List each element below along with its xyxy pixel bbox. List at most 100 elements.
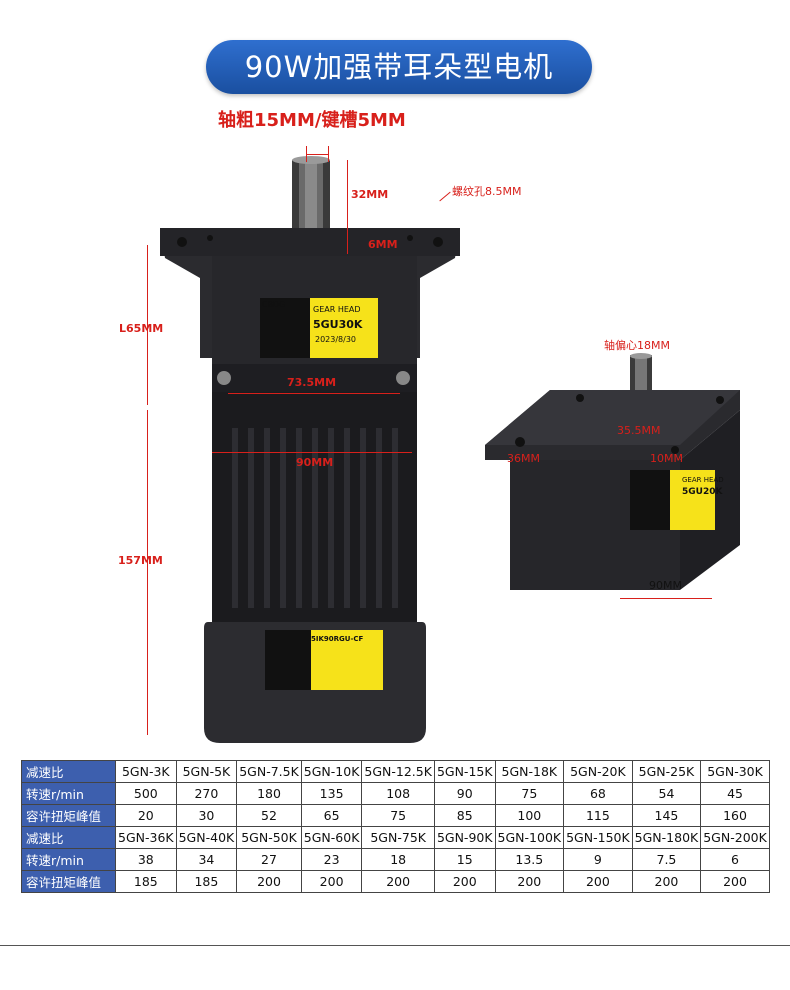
- table-cell: 85: [433, 804, 496, 827]
- table-cell: 68: [563, 782, 633, 805]
- table-cell: 5GN-60K: [300, 826, 363, 849]
- gear2-label-model: 5GU20K: [682, 487, 723, 497]
- table-cell: 13.5: [494, 848, 565, 871]
- table-cell: 200: [236, 870, 302, 893]
- dim-line-90: [212, 452, 412, 453]
- table-cell: 27: [236, 848, 302, 871]
- table-cell: 5GN-20K: [563, 760, 633, 783]
- gear-label-brand: CBDG: [262, 300, 286, 309]
- table-cell: 34: [175, 848, 238, 871]
- table-cell: 75: [494, 782, 565, 805]
- dim-line-side-90: [620, 598, 712, 599]
- table-cell: 5GN-10K: [300, 760, 363, 783]
- dim-line-6: [347, 232, 348, 254]
- table-cell: 200: [700, 870, 770, 893]
- gear-label-model: 5GU30K: [313, 318, 363, 331]
- gearhead-photo-side: [485, 353, 740, 590]
- table-cell: 5GN-180K: [631, 826, 702, 849]
- dim-157-label: 157MM: [118, 554, 163, 567]
- dim-line-l65: [147, 245, 148, 405]
- table-cell: 5GN-7.5K: [236, 760, 302, 783]
- table-cell: 200: [631, 870, 702, 893]
- table-cell: 200: [433, 870, 496, 893]
- dim-6-label: 6MM: [368, 238, 398, 251]
- table-cell: 200: [361, 870, 435, 893]
- dim-32-label: 32MM: [351, 188, 389, 201]
- table-cell: 115: [563, 804, 633, 827]
- shaft-dimension-label: 轴粗15MM/键槽5MM: [218, 110, 406, 131]
- table-cell: 200: [300, 870, 363, 893]
- motor-photo-front: [160, 156, 460, 743]
- table-cell: 5GN-5K: [175, 760, 238, 783]
- dim-line-shaft: [306, 154, 329, 155]
- table-cell: 9: [563, 848, 633, 871]
- table-cell: 6: [700, 848, 770, 871]
- table-cell: 65: [300, 804, 363, 827]
- dim-line-73: [228, 393, 400, 394]
- row-header: 转速r/min: [21, 782, 116, 805]
- table-cell: 5GN-200K: [700, 826, 770, 849]
- row-header: 容许扭矩峰值: [21, 804, 116, 827]
- gear-label-date: 2023/8/30: [315, 335, 357, 344]
- table-cell: 7.5: [631, 848, 702, 871]
- table-cell: 75: [361, 804, 435, 827]
- table-cell: 5GN-40K: [175, 826, 238, 849]
- table-cell: 90: [433, 782, 496, 805]
- bottom-divider: [0, 945, 790, 946]
- table-cell: 185: [115, 870, 177, 893]
- dim-73-label: 73.5MM: [287, 376, 337, 389]
- table-cell: 5GN-25K: [631, 760, 702, 783]
- gear2-label-type: GEAR HEAD: [682, 476, 724, 484]
- row-header: 减速比: [21, 760, 116, 783]
- table-cell: 145: [631, 804, 702, 827]
- table-cell: 5GN-30K: [700, 760, 770, 783]
- table-cell: 5GN-75K: [361, 826, 435, 849]
- dim-36-label: 36MM: [507, 452, 540, 465]
- table-cell: 160: [700, 804, 770, 827]
- title-banner: 90W加强带耳朵型电机: [206, 40, 592, 94]
- hole-label: 螺纹孔8.5MM: [452, 185, 522, 198]
- gear-label-type: GEAR HEAD: [313, 305, 361, 314]
- table-cell: 270: [175, 782, 238, 805]
- table-cell: 180: [236, 782, 302, 805]
- table-cell: 54: [631, 782, 702, 805]
- table-cell: 108: [361, 782, 435, 805]
- table-cell: 135: [300, 782, 363, 805]
- table-cell: 5GN-12.5K: [361, 760, 435, 783]
- table-cell: 38: [115, 848, 177, 871]
- table-cell: 20: [115, 804, 177, 827]
- row-header: 减速比: [21, 826, 116, 849]
- table-cell: 30: [175, 804, 238, 827]
- table-cell: 5GN-90K: [433, 826, 496, 849]
- table-cell: 23: [300, 848, 363, 871]
- table-cell: 200: [494, 870, 565, 893]
- row-header: 转速r/min: [21, 848, 116, 871]
- table-cell: 185: [175, 870, 238, 893]
- dim-10-label: 10MM: [650, 452, 683, 465]
- table-cell: 200: [563, 870, 633, 893]
- table-cell: 15: [433, 848, 496, 871]
- table-cell: 45: [700, 782, 770, 805]
- dim-90-label: 90MM: [296, 456, 334, 469]
- table-cell: 100: [494, 804, 565, 827]
- row-header: 容许扭矩峰值: [21, 870, 116, 893]
- table-cell: 5GN-15K: [433, 760, 496, 783]
- table-cell: 5GN-18K: [494, 760, 565, 783]
- dim-35-label: 35.5MM: [617, 424, 661, 437]
- table-cell: 5GN-150K: [563, 826, 633, 849]
- motor-label-model: 5IK90RGU-CF: [311, 635, 364, 643]
- table-cell: 52: [236, 804, 302, 827]
- dim-l65-label: L65MM: [119, 322, 164, 335]
- dim-line-157: [147, 410, 148, 735]
- offset-label: 轴偏心18MM: [604, 339, 670, 352]
- table-cell: 5GN-50K: [236, 826, 302, 849]
- table-cell: 5GN-3K: [115, 760, 177, 783]
- table-cell: 5GN-100K: [494, 826, 565, 849]
